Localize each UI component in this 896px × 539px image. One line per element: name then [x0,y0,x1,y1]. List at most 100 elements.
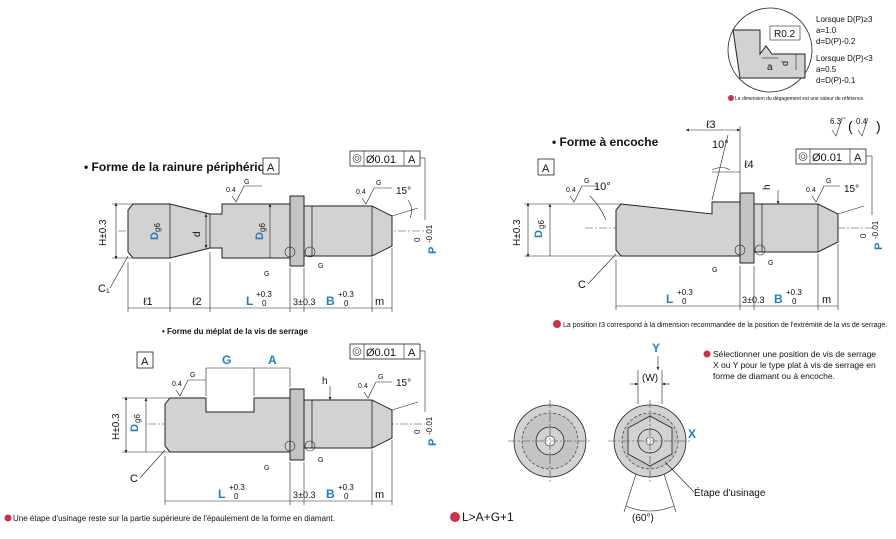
dim-b: B [326,294,335,308]
dim-l1: ℓ1 [143,296,153,308]
undercut-shape [732,29,806,79]
svg-text:+0.3: +0.3 [338,483,354,492]
dim-a: A [268,353,277,367]
section-groove-shape: • Forme de la rainure périphérique A Ø0.… [84,150,439,312]
svg-text:+0.3: +0.3 [229,483,245,492]
svg-text:10°: 10° [712,139,729,151]
tolerance-value: Ø0.01 [366,154,396,166]
groove-pin-tip [303,205,393,257]
svg-text:A: A [141,356,149,368]
svg-text:h: h [762,184,773,190]
svg-text:A: A [542,163,550,175]
svg-text:A: A [408,347,416,359]
svg-text:H±0.3: H±0.3 [111,413,122,440]
svg-text:+0.3: +0.3 [338,290,354,299]
svg-text:D: D [129,424,141,432]
svg-text:0: 0 [262,299,267,308]
svg-text:0.4: 0.4 [226,187,236,194]
svg-text:0.4: 0.4 [856,117,868,126]
dim-g: G [222,353,231,367]
section-notch-shape: • Forme à encoche A Ø0.01 A ℓ3 10° ℓ4 10… [512,119,887,329]
datum-a-box [262,157,280,175]
svg-text:G: G [190,372,195,379]
dim-d2: D [254,232,266,240]
svg-text:Ø0.01: Ø0.01 [366,347,396,359]
svg-text:+0.3: +0.3 [256,290,272,299]
svg-text:L: L [666,292,673,306]
svg-text:0: 0 [234,492,239,501]
footer-note: Une étape d'usinage reste sur la partie … [13,514,335,523]
svg-text:D: D [533,230,545,238]
undercut-detail: R0.2 a d Lorsque D(P)≥3 a=1.0 d=D(P)-0.2… [727,7,873,102]
end-views: Y (W) X (60°) Étape d'usinage Sélectionn… [508,341,876,524]
svg-text:L: L [218,487,225,501]
svg-text:H±0.3: H±0.3 [512,219,523,246]
svg-text:Lorsque D(P)≥3: Lorsque D(P)≥3 [816,15,873,24]
svg-text:10°: 10° [594,181,611,193]
dim-small-d: d [192,231,203,237]
svg-text:0.4: 0.4 [806,187,816,194]
svg-text:G: G [318,457,323,464]
svg-text:C: C [578,279,586,291]
svg-text:0: 0 [682,297,687,306]
svg-text:ℓ3: ℓ3 [706,119,716,131]
svg-text:G: G [244,179,249,186]
section-flat-shape: • Forme du méplat de la vis de serrage A… [111,327,439,505]
svg-text:G: G [376,180,381,187]
svg-text:X ou Y pour le type plat à vis: X ou Y pour le type plat à vis de serrag… [713,360,876,370]
dim-l2: ℓ2 [192,296,202,308]
svg-text:forme de diamant ou à encoche.: forme de diamant ou à encoche. [713,371,835,381]
footer-formula: L>A+G+1 [462,510,514,524]
datum-a-label: A [267,162,275,174]
svg-text:g6: g6 [153,223,162,232]
svg-text:0: 0 [344,299,349,308]
svg-text:B: B [774,292,783,306]
svg-text:P: P [427,439,439,446]
svg-text:P: P [873,243,885,250]
svg-text:G: G [826,178,831,185]
svg-text:h: h [322,376,328,387]
svg-text:0.4: 0.4 [172,381,182,388]
svg-text:-0.01: -0.01 [425,416,434,435]
notch-pin-body [615,201,741,257]
groove-pin-flange [289,195,305,267]
svg-text:G: G [264,271,269,278]
footer-notes: Une étape d'usinage reste sur la partie … [4,510,514,524]
dim-3: 3±0.3 [293,297,315,307]
svg-text:d=D(P)-0.1: d=D(P)-0.1 [816,76,856,85]
svg-text:0.4: 0.4 [358,383,368,390]
svg-text:0.4: 0.4 [566,187,576,194]
dim-l: L [246,294,253,308]
groove-pin-body [127,203,291,259]
chamfer-c1: C₁ [98,283,110,295]
svg-text:(: ( [848,118,853,134]
svg-text:+0.3: +0.3 [677,288,693,297]
svg-text:ℓ4: ℓ4 [744,159,754,171]
section-notch-title: • Forme à encoche [552,135,659,149]
svg-text:0: 0 [413,429,422,434]
svg-text:): ) [876,118,881,134]
svg-text:-0.01: -0.01 [425,224,434,243]
svg-text:g6: g6 [133,414,142,423]
svg-text:0: 0 [413,237,422,242]
tolerance-frame [349,150,421,167]
svg-text:g6: g6 [537,220,546,229]
dim-m: m [375,296,384,308]
svg-text:B: B [326,487,335,501]
svg-text:3±0.3: 3±0.3 [293,490,315,500]
svg-text:Ø0.01: Ø0.01 [812,152,842,164]
svg-text:G: G [378,374,383,381]
label-w: (W) [642,373,658,384]
note-icon [553,320,561,328]
svg-text:-0.01: -0.01 [871,220,880,239]
svg-text:La dimension du dégagement est: La dimension du dégagement est une valeu… [735,96,865,102]
svg-text:G: G [768,260,773,267]
svg-text:0: 0 [859,233,868,238]
svg-text:g6: g6 [258,223,267,232]
svg-text:G: G [712,267,717,274]
svg-text:m: m [822,294,831,306]
svg-text:Lorsque D(P)<3: Lorsque D(P)<3 [816,54,873,63]
svg-text:a=1.0: a=1.0 [816,26,837,35]
svg-text:0: 0 [792,297,797,306]
